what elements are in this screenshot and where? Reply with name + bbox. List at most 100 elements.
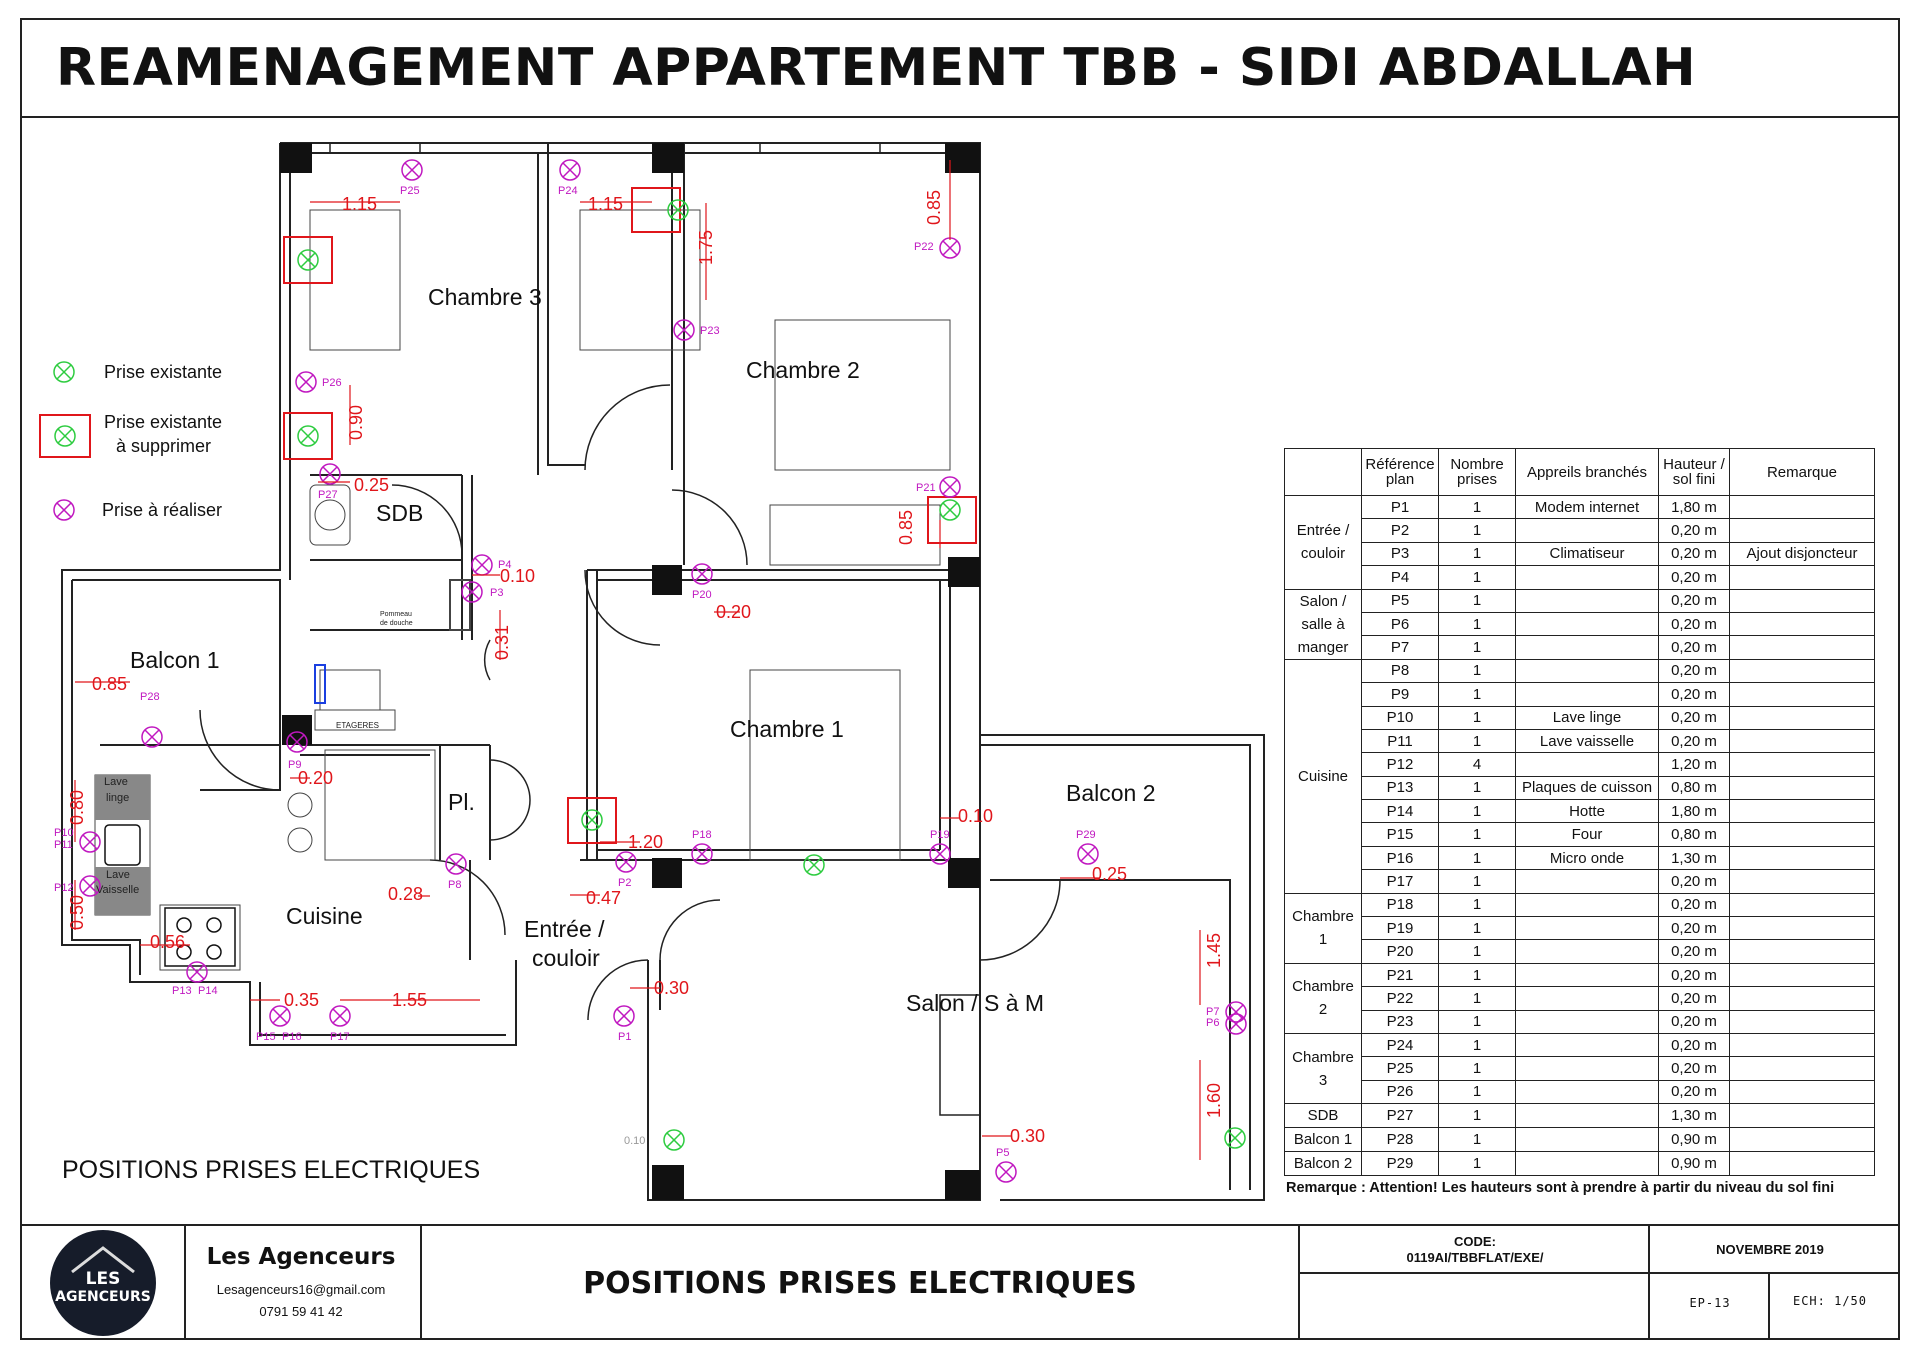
table-cell: P10 <box>1361 705 1439 730</box>
table-cell: 1 <box>1438 611 1516 637</box>
table-cell <box>1515 611 1659 637</box>
table-cell: 4 <box>1438 752 1516 777</box>
room-label: Pl. <box>448 789 475 815</box>
table-cell: 1 <box>1438 1127 1516 1153</box>
plan-caption: POSITIONS PRISES ELECTRIQUES <box>62 1156 481 1184</box>
table-cell: P3 <box>1361 541 1439 567</box>
room-label: Balcon 2 <box>1066 780 1156 806</box>
table-cell: P22 <box>1361 986 1439 1011</box>
room-label: SDB <box>376 500 423 526</box>
table-cell: P23 <box>1361 1009 1439 1034</box>
outlet-label: P28 <box>140 691 160 703</box>
table-cell <box>1729 869 1875 894</box>
table-cell <box>1515 1103 1659 1129</box>
dimension-text: 1.55 <box>392 990 427 1010</box>
table-cell: Four <box>1515 822 1659 847</box>
outlet-label: P19 <box>930 829 950 841</box>
table-cell: 1 <box>1438 916 1516 941</box>
room-label: Salon / S à M <box>906 990 1044 1016</box>
table-cell: 1 <box>1438 775 1516 801</box>
table-room-cell: Chambre 3 <box>1284 1032 1362 1105</box>
table-cell: P6 <box>1361 611 1439 637</box>
table-cell: 1 <box>1438 658 1516 684</box>
table-cell: 1 <box>1438 494 1516 520</box>
table-header: Remarque <box>1729 448 1875 496</box>
table-cell: Lave linge <box>1515 705 1659 730</box>
table-cell <box>1515 635 1659 660</box>
table-cell <box>1729 892 1875 918</box>
outlet-label: P11 <box>54 839 73 851</box>
table-room-cell: Chambre 1 <box>1284 892 1362 964</box>
table-cell: P7 <box>1361 635 1439 660</box>
table-cell: 1 <box>1438 1009 1516 1034</box>
svg-text:Entrée /: Entrée / <box>524 916 605 942</box>
table-remark: Remarque : Attention! Les hauteurs sont … <box>1286 1180 1835 1196</box>
table-cell <box>1729 635 1875 660</box>
table-cell: 1,80 m <box>1658 494 1730 520</box>
table-cell: P18 <box>1361 892 1439 918</box>
table-cell: 0,20 m <box>1658 962 1730 988</box>
table-cell: P11 <box>1361 728 1439 754</box>
outlet-label: P18 <box>692 829 712 841</box>
table-cell <box>1729 962 1875 988</box>
table-room-cell: Salon / salle à manger <box>1284 588 1362 660</box>
table-cell <box>1515 658 1659 684</box>
table-cell: 0,20 m <box>1658 518 1730 543</box>
dimension-text: 0.10 <box>958 806 993 826</box>
outlet-label: P14 <box>198 985 218 997</box>
table-cell: Lave vaisselle <box>1515 728 1659 754</box>
table-cell <box>1729 658 1875 684</box>
table-cell: Plaques de cuisson <box>1515 775 1659 801</box>
sheet-number: EP-13 <box>1689 1296 1731 1310</box>
table-cell: 1 <box>1438 518 1516 543</box>
table-cell <box>1515 892 1659 918</box>
dimension-text: 0.85 <box>924 190 944 225</box>
table-cell: 1 <box>1438 565 1516 590</box>
outlet-label: P5 <box>996 1147 1009 1159</box>
table-room-cell: SDB <box>1284 1103 1362 1129</box>
company-phone: 0791 59 41 42 <box>259 1304 343 1319</box>
outlet-label: P12 <box>54 882 74 894</box>
table-header: Hauteur /sol fini <box>1658 448 1730 496</box>
table-cell: 1 <box>1438 1103 1516 1129</box>
company-logo: LES AGENCEURS <box>50 1230 156 1336</box>
table-room-cell: Balcon 2 <box>1284 1151 1362 1177</box>
table-cell <box>1729 565 1875 590</box>
svg-text:Lave: Lave <box>104 776 128 788</box>
table-cell: P27 <box>1361 1103 1439 1129</box>
table-cell: 1,30 m <box>1658 845 1730 871</box>
table-cell: 1 <box>1438 939 1516 964</box>
table-cell: 1 <box>1438 705 1516 730</box>
svg-text:Vaisselle: Vaisselle <box>96 884 139 896</box>
dimension-text: 0.25 <box>1092 864 1127 884</box>
table-cell <box>1729 1056 1875 1081</box>
table-cell <box>1515 1056 1659 1081</box>
table-cell <box>1729 518 1875 543</box>
outlet-label: P3 <box>490 587 503 599</box>
outlet-label: P17 <box>330 1031 350 1043</box>
table-room-cell: Cuisine <box>1284 658 1362 894</box>
table-cell: 0,20 m <box>1658 892 1730 918</box>
dimension-text: 1.60 <box>1204 1083 1224 1118</box>
dimension-text: 0.28 <box>388 884 423 904</box>
table-cell: P19 <box>1361 916 1439 941</box>
table-cell: P2 <box>1361 518 1439 543</box>
table-room-cell: Chambre 2 <box>1284 962 1362 1034</box>
